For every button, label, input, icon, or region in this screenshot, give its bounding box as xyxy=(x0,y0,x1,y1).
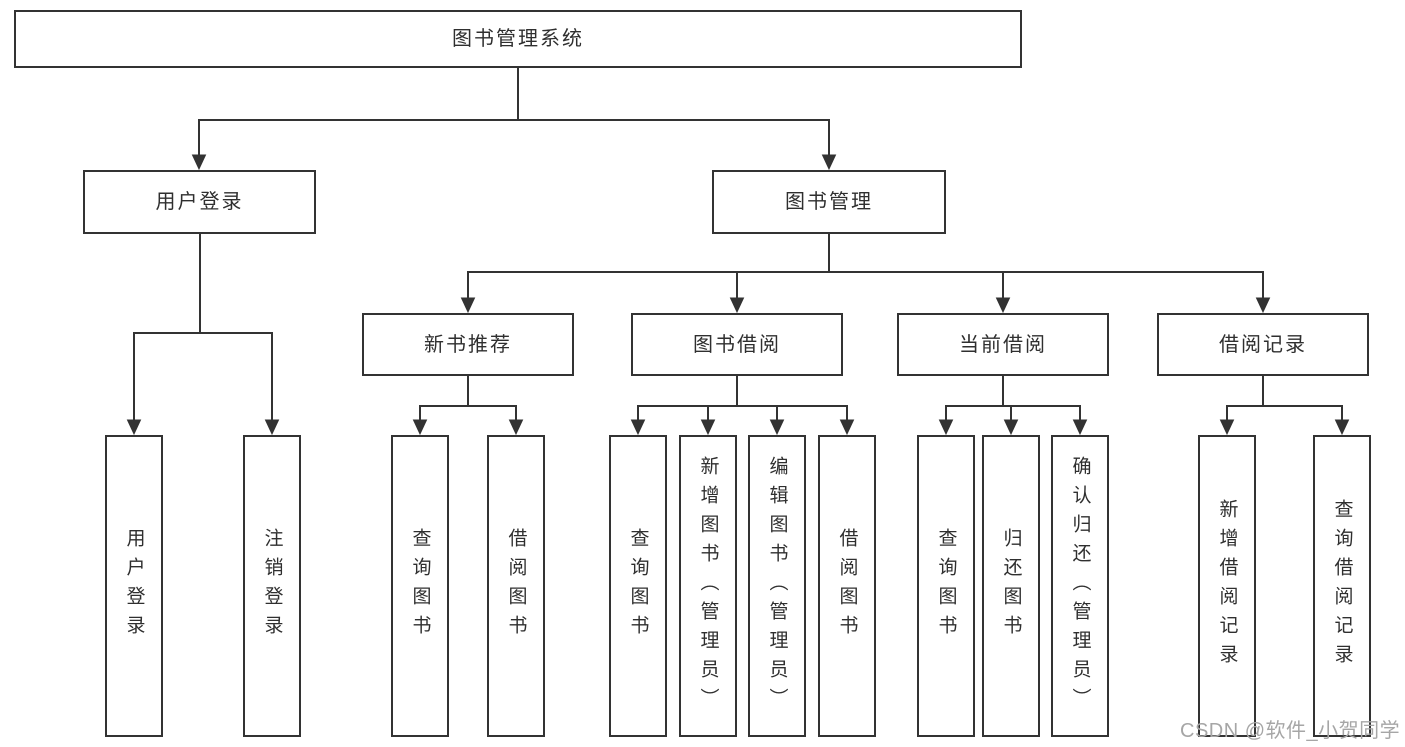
node-label: 图书管理 xyxy=(785,191,873,213)
node-label: 借阅图书 xyxy=(836,528,858,644)
node-label: 注销登录 xyxy=(261,528,283,644)
node-label: 确认归还（管理员） xyxy=(1069,455,1091,717)
leaf-edit-books-admin: 编辑图书（管理员） xyxy=(748,435,806,737)
leaf-confirm-return-admin: 确认归还（管理员） xyxy=(1051,435,1109,737)
leaf-return-books: 归还图书 xyxy=(982,435,1040,737)
leaf-borrow-books: 借阅图书 xyxy=(487,435,545,737)
node-current-borrowing: 当前借阅 xyxy=(897,313,1109,376)
node-label: 查询图书 xyxy=(409,528,431,644)
leaf-query-books: 查询图书 xyxy=(391,435,449,737)
node-label: 借阅图书 xyxy=(505,528,527,644)
node-library-management-system: 图书管理系统 xyxy=(14,10,1022,68)
node-label: 当前借阅 xyxy=(959,333,1047,356)
node-user-login: 用户登录 xyxy=(83,170,316,234)
leaf-add-borrow-record: 新增借阅记录 xyxy=(1198,435,1256,737)
node-label: 图书管理系统 xyxy=(452,28,584,50)
leaf-query-books: 查询图书 xyxy=(609,435,667,737)
node-book-management: 图书管理 xyxy=(712,170,946,234)
leaf-user-login: 用户登录 xyxy=(105,435,163,737)
node-label: 新增图书（管理员） xyxy=(697,455,719,717)
node-label: 归还图书 xyxy=(1000,528,1022,644)
node-label: 编辑图书（管理员） xyxy=(766,455,788,717)
node-borrowing-records: 借阅记录 xyxy=(1157,313,1369,376)
leaf-query-borrow-record: 查询借阅记录 xyxy=(1313,435,1371,737)
csdn-watermark: CSDN @软件_小贺同学 xyxy=(1180,720,1401,742)
node-label: 借阅记录 xyxy=(1219,333,1307,356)
node-label: 图书借阅 xyxy=(693,333,781,356)
leaf-borrow-books: 借阅图书 xyxy=(818,435,876,737)
node-label: 新书推荐 xyxy=(424,333,512,356)
node-label: 查询借阅记录 xyxy=(1331,499,1353,673)
node-label: 用户登录 xyxy=(123,528,145,644)
leaf-logout: 注销登录 xyxy=(243,435,301,737)
node-new-book-recommendation: 新书推荐 xyxy=(362,313,574,376)
node-label: 用户登录 xyxy=(155,191,244,213)
node-label: 查询图书 xyxy=(935,528,957,644)
node-label: 新增借阅记录 xyxy=(1216,499,1238,673)
leaf-add-books-admin: 新增图书（管理员） xyxy=(679,435,737,737)
node-book-borrowing: 图书借阅 xyxy=(631,313,843,376)
node-label: 查询图书 xyxy=(627,528,649,644)
leaf-query-books: 查询图书 xyxy=(917,435,975,737)
